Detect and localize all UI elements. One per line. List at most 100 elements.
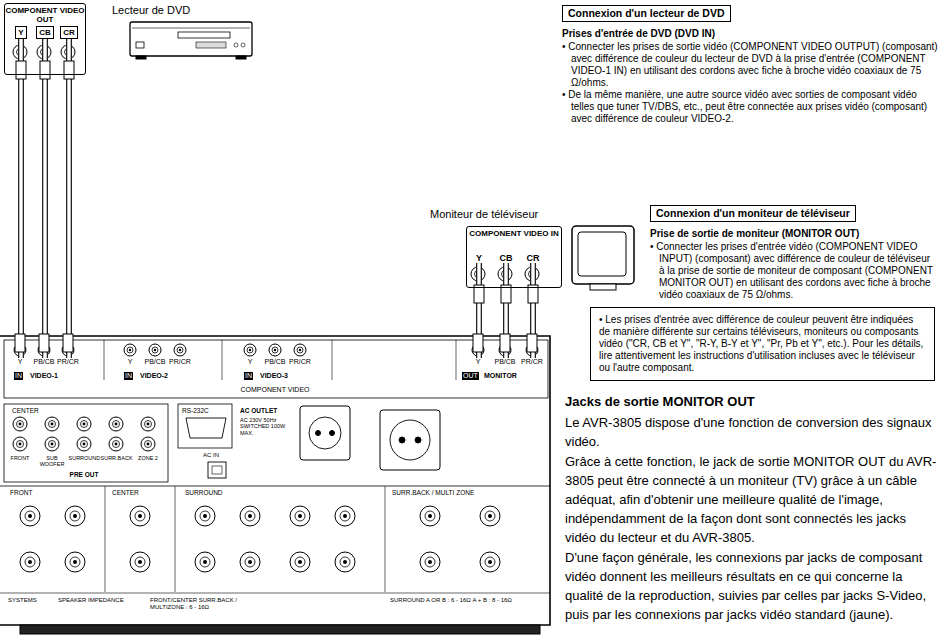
- jack-ring: [49, 421, 56, 428]
- jack-pin: [154, 349, 156, 351]
- jack-panel: COMPONENT VIDEO INYCBCR: [466, 226, 562, 288]
- text-block: Grâce à cette fonction, le jack de sorti…: [565, 452, 937, 547]
- node-text: Y: [18, 358, 23, 366]
- jack-label: PR/CR: [521, 358, 543, 366]
- panel-label: SURROUND A OR B : 6 - 16Ω A + B : 8 - 16…: [390, 597, 545, 604]
- panel-label: PB/CB: [264, 358, 285, 366]
- jack-pin: [73, 514, 77, 518]
- panel-label: PR/CR: [289, 358, 311, 366]
- tag-label: IN: [14, 372, 23, 380]
- cable-core: [67, 39, 70, 358]
- jack-ring: [70, 557, 80, 567]
- jack: [20, 552, 40, 572]
- text-block: • Connecter les prises de sortie vidéo (…: [562, 41, 938, 89]
- node-text: Connexion d'un lecteur de DVD: [568, 7, 725, 20]
- jack-pin: [428, 560, 432, 564]
- jack-panel: COMPONENT VIDEO OUTYCBCR: [4, 3, 86, 75]
- text-column: Connexion d'un lecteur de DVD Prises d'en…: [562, 3, 938, 125]
- jack-circles: [13, 45, 539, 572]
- cable-plug: [16, 61, 26, 79]
- node-text: CB: [39, 27, 51, 38]
- cable-core: [19, 39, 22, 358]
- jack-pin: [115, 423, 118, 426]
- jack-pin: [179, 349, 181, 351]
- panel-label: FRONT: [10, 489, 32, 496]
- panel-label: PB/CB: [144, 358, 165, 366]
- panel-label: PR/CR: [169, 358, 191, 366]
- node-text: CR: [527, 253, 540, 263]
- node-text: Y: [18, 27, 23, 38]
- jack-ring: [81, 421, 88, 428]
- jack: [195, 506, 215, 526]
- tag-label: IN: [244, 372, 253, 380]
- jack-ring: [113, 441, 120, 448]
- jack: [480, 552, 500, 572]
- jack-pin: [343, 514, 347, 518]
- cable-plug: [40, 61, 50, 79]
- jack-pin: [488, 560, 492, 564]
- jack-pin: [203, 560, 207, 564]
- tag-label: IN: [124, 372, 133, 380]
- note-box: • Les prises d'entrée avec différence de…: [590, 307, 935, 381]
- jack: [77, 417, 91, 431]
- jack: [294, 344, 306, 356]
- panel-label: ZONE 2: [133, 455, 164, 461]
- jack-ring: [200, 557, 210, 567]
- jack-pin: [147, 443, 150, 446]
- text-block: Prise de sortie de moniteur (MONITOR OUT…: [650, 228, 938, 240]
- jack-ring: [272, 347, 278, 353]
- jack-ring: [25, 557, 35, 567]
- jack-pin: [129, 349, 131, 351]
- cable-outline: [18, 39, 24, 358]
- text-column: Connexion d'un moniteur de téléviseurPri…: [650, 203, 938, 301]
- jack-ring: [425, 557, 435, 567]
- cable-plug: [15, 334, 25, 352]
- panel-label: VIDEO-2: [140, 372, 168, 380]
- panel-label: SURR.BACK / MULTI ZONE: [392, 489, 474, 496]
- jack-ring: [425, 511, 435, 521]
- jack-pin: [83, 423, 86, 426]
- jack-ring: [247, 347, 253, 353]
- node-text: Connexion d'un moniteur de téléviseur: [656, 207, 850, 220]
- jack-pin: [343, 560, 347, 564]
- jack-label: PB/CB: [494, 358, 515, 366]
- dvd-player: [130, 22, 252, 59]
- jack-pin: [147, 423, 150, 426]
- jack-pin: [428, 514, 432, 518]
- node-text: COMPONENT VIDEO OUT: [5, 6, 85, 24]
- jack: [240, 552, 260, 572]
- jack-pin: [28, 514, 32, 518]
- node-text: COMPONENT VIDEO IN: [467, 229, 561, 238]
- jack: [13, 417, 27, 431]
- text-block: Prises d'entrée de DVD (DVD IN): [562, 28, 938, 40]
- jack-pin: [19, 443, 22, 446]
- jack-pin: [299, 349, 301, 351]
- panel-label: FRONT/CENTER SURR.BACK / MULTIZONE : 6 -…: [150, 597, 270, 611]
- video-cable: [500, 263, 511, 358]
- jack: [149, 344, 161, 356]
- cable-plug: [39, 334, 49, 352]
- text-block: • De la même manière, une autre source v…: [562, 89, 938, 125]
- jack-pin: [298, 560, 302, 564]
- jack: [109, 417, 123, 431]
- cable-outline: [42, 39, 48, 358]
- text-block: D'une façon générale, les connexions par…: [565, 548, 937, 624]
- jack-ring: [200, 511, 210, 521]
- jack-ring: [245, 511, 255, 521]
- jack-pin: [73, 560, 77, 564]
- panel-label: PRE OUT: [70, 471, 99, 478]
- jack: [195, 552, 215, 572]
- jack-ring: [245, 557, 255, 567]
- jack-ring: [17, 441, 24, 448]
- jack-pin: [488, 514, 492, 518]
- jack-pin: [248, 560, 252, 564]
- section-heading-box: Connexion d'un moniteur de téléviseur: [650, 205, 856, 222]
- jack: [45, 437, 59, 451]
- jack: [290, 506, 310, 526]
- jack-label: PR/CR: [57, 358, 79, 366]
- panel-label: Lecteur de DVD: [112, 4, 190, 17]
- node-text: PR/CR: [57, 358, 79, 366]
- text-block: • Connecter les prises d'entrée vidéo (C…: [650, 241, 938, 301]
- panel-label: Y: [248, 358, 253, 366]
- video-cable: [63, 39, 74, 358]
